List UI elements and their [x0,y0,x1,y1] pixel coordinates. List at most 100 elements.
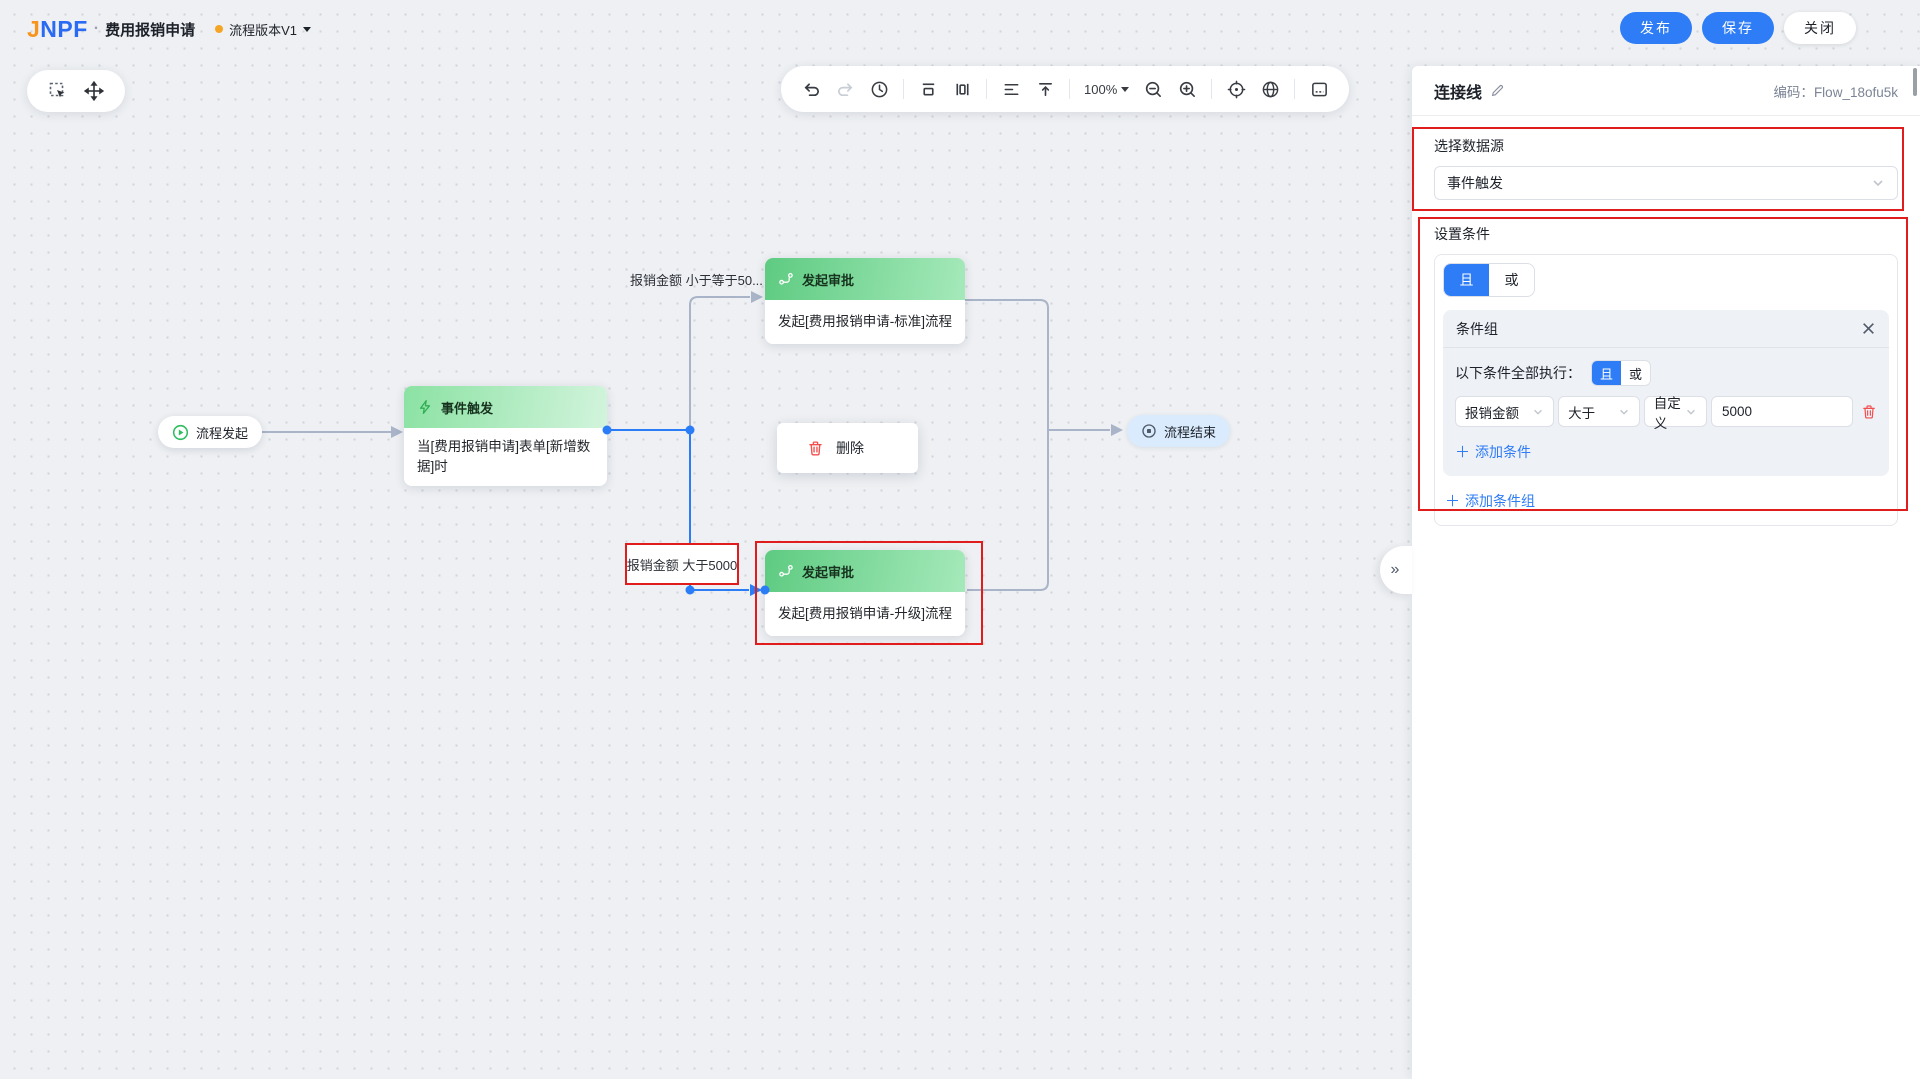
edge-label-less-equal[interactable]: 报销金额 小于等于50... [630,273,763,288]
add-condition-label: 添加条件 [1475,443,1532,460]
align-top-icon[interactable] [1035,79,1055,99]
datasource-value: 事件触发 [1447,175,1503,191]
node-title: 发起审批 [802,272,855,288]
node-approve-standard[interactable]: 发起审批 发起[费用报销申请-标准]流程 [765,258,965,344]
logic-or-option[interactable]: 或 [1628,366,1642,382]
delete-menu-item[interactable]: 删除 [777,423,918,473]
conditions-card: 且 或 条件组 以下条件全部执行： 且 [1434,254,1898,526]
node-label: 流程发起 [196,425,249,441]
node-event-trigger[interactable]: 事件触发 当[费用报销申请]表单[新增数据]时 [404,386,607,486]
chevron-down-icon [1871,176,1885,190]
subflow-branch-icon [779,272,793,285]
panel-collapse-button[interactable]: » [1380,546,1412,594]
chevron-down-icon [1121,87,1130,92]
row-logic-segmented: 且 或 [1591,360,1651,386]
condition-value-type-select[interactable]: 自定义 [1643,396,1707,431]
locate-center-icon[interactable] [1226,79,1246,99]
node-header: 事件触发 [404,386,607,428]
condition-field-select[interactable]: 报销金额 [1455,396,1555,427]
properties-panel: 连接线 编码：Flow_18ofu5k 选择数据源 事件触发 设置条件 且 或 [1412,66,1920,1079]
subflow-branch-icon [779,564,793,577]
node-flow-start[interactable]: 流程发起 [158,416,263,448]
condition-value-input[interactable] [1711,396,1853,427]
plus-icon: ＋ [1445,493,1461,510]
close-icon[interactable] [1861,321,1876,336]
history-icon[interactable] [869,79,889,99]
flow-code: 编码：Flow_18ofu5k [1773,84,1898,100]
zoom-level-dropdown[interactable]: 100% [1084,82,1130,97]
condition-group-title: 条件组 [1456,320,1498,337]
page-title: 费用报销申请 [105,21,196,39]
circle-dot-icon [1142,424,1156,438]
fit-view-globe-icon[interactable] [1260,79,1280,99]
edge-label-greater[interactable]: 报销金额 大于5000 [625,543,739,585]
condition-row: 报销金额 大于 自定义 [1455,396,1877,431]
save-button[interactable]: 保存 [1702,12,1774,44]
version-label: 流程版本V1 [229,22,298,38]
condition-group-header: 条件组 [1443,310,1889,348]
canvas-mode-toolbar [27,70,125,112]
chevron-down-icon [1532,406,1544,418]
jnpf-logo: JNPF [27,15,88,42]
node-description: 当[费用报销申请]表单[新增数据]时 [404,428,607,486]
toolbar-divider [1211,79,1213,99]
chevron-down-icon [1618,406,1630,418]
align-horizontal-icon[interactable] [918,79,938,99]
panel-title: 连接线 [1434,84,1483,102]
canvas-toolbar: 100% [781,66,1350,112]
condition-value-type: 自定义 [1653,395,1681,431]
logo-separator: · [93,20,100,37]
close-button[interactable]: 关闭 [1784,12,1856,44]
lightning-icon [419,399,431,415]
node-approve-upgrade[interactable]: 发起审批 发起[费用报销申请-升级]流程 [765,550,965,636]
align-vertical-icon[interactable] [952,79,972,99]
pan-move-icon[interactable] [84,81,104,101]
edge-label-text: 报销金额 大于5000 [626,557,738,573]
node-header: 发起审批 [765,258,965,300]
edit-pencil-icon[interactable] [1490,83,1505,98]
condition-operator-value: 大于 [1568,405,1596,421]
zoom-in-icon[interactable] [1177,79,1197,99]
toolbar-divider [903,79,904,99]
double-chevron-right-icon: » [1390,561,1400,578]
group-logic-segmented: 且 或 [1443,263,1535,297]
conditions-label: 设置条件 [1434,226,1490,242]
plus-icon: ＋ [1455,444,1471,461]
delete-menu-label: 删除 [836,440,864,456]
undo-icon[interactable] [801,79,821,99]
minimap-icon[interactable] [1309,79,1329,99]
flow-version-dropdown[interactable]: 流程版本V1 [215,20,312,39]
toolbar-divider [1069,79,1070,99]
top-bar-actions: 发布 保存 关闭 [1620,12,1856,44]
condition-group: 条件组 以下条件全部执行： 且 或 [1443,310,1889,476]
align-left-icon[interactable] [1001,79,1021,99]
logic-and-option[interactable]: 且 [1444,264,1489,296]
datasource-select[interactable]: 事件触发 [1434,166,1898,200]
node-title: 事件触发 [441,400,494,416]
publish-button[interactable]: 发布 [1620,12,1692,44]
add-group-label: 添加条件组 [1465,492,1536,509]
marquee-select-icon[interactable] [48,81,68,101]
zoom-out-icon[interactable] [1143,79,1163,99]
panel-header: 连接线 编码：Flow_18ofu5k [1412,66,1920,116]
redo-icon[interactable] [835,79,855,99]
logic-and-option[interactable]: 且 [1592,361,1621,385]
node-title: 发起审批 [802,564,855,580]
play-circle-icon [172,424,189,440]
toolbar-divider [986,79,987,99]
add-condition-button[interactable]: ＋ 添加条件 [1455,441,1531,462]
panel-body: 选择数据源 事件触发 设置条件 且 或 条件组 [1412,116,1920,526]
condition-group-body: 以下条件全部执行： 且 或 报销金额 [1443,348,1889,476]
add-condition-group-button[interactable]: ＋ 添加条件组 [1445,490,1535,511]
condition-operator-select[interactable]: 大于 [1558,396,1640,427]
node-flow-end[interactable]: 流程结束 [1127,415,1231,447]
chevron-down-icon [1685,406,1697,418]
top-bar-left: JNPF · 费用报销申请 流程版本V1 [27,12,312,46]
panel-scrollbar[interactable] [1913,68,1917,96]
chevron-down-icon [303,27,312,32]
node-header: 发起审批 [765,550,965,592]
version-status-dot [215,25,224,33]
delete-condition-icon[interactable] [1861,404,1877,420]
exec-mode-row: 以下条件全部执行： 且 或 [1455,360,1877,386]
logic-or-option[interactable]: 或 [1504,272,1519,288]
